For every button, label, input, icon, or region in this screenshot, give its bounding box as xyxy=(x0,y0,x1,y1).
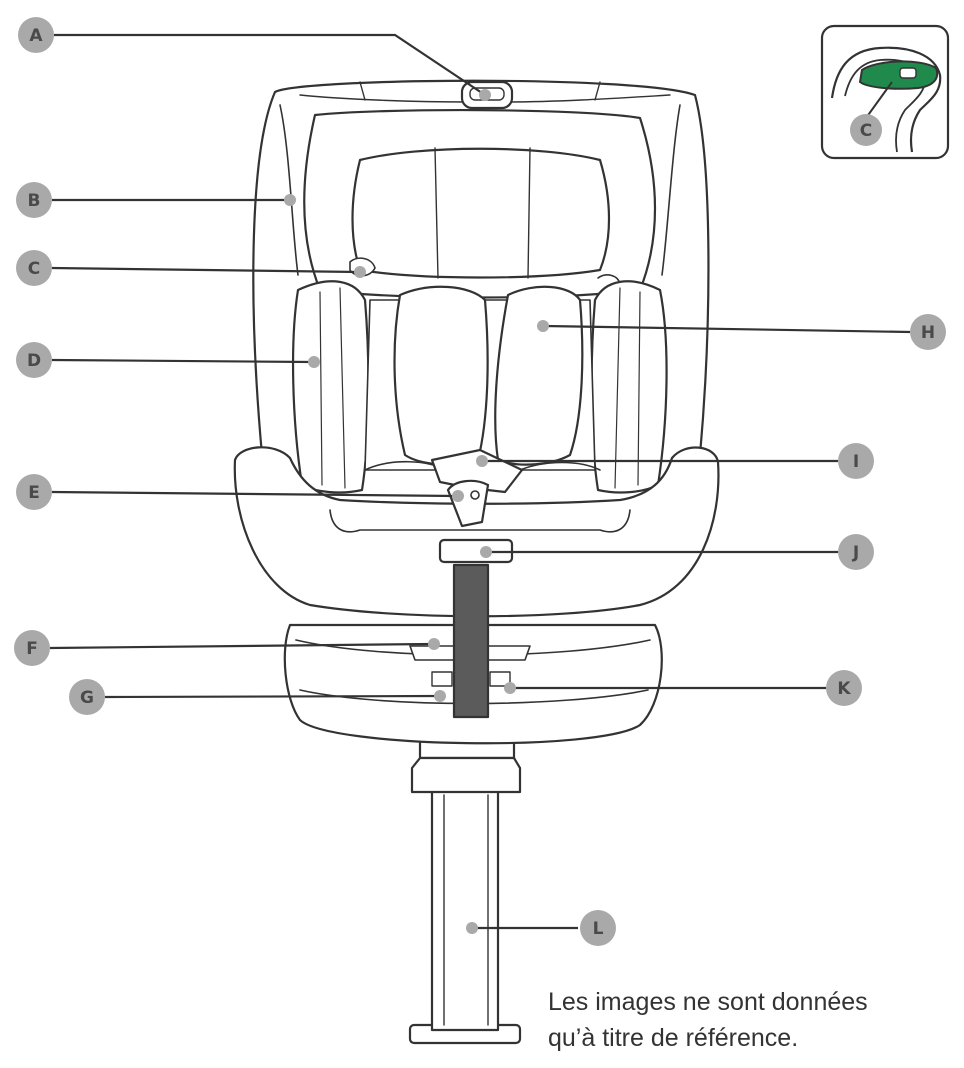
marker-g: G xyxy=(69,679,105,715)
caption-line-1: Les images ne sont données xyxy=(548,988,868,1016)
shoulder-pads xyxy=(364,285,596,471)
marker-k: K xyxy=(826,670,862,706)
caption-line-2: qu’à titre de référence. xyxy=(548,1024,799,1052)
marker-d-text: D xyxy=(27,351,41,371)
marker-f-text: F xyxy=(26,639,38,659)
label-markers: A B C D E F G H xyxy=(14,17,946,946)
marker-h: H xyxy=(910,314,946,350)
marker-j-text: J xyxy=(852,543,859,563)
marker-e-text: E xyxy=(28,483,40,503)
adjuster-strap xyxy=(452,563,490,719)
marker-b-text: B xyxy=(28,191,41,211)
marker-j: J xyxy=(838,534,874,570)
marker-a: A xyxy=(18,17,54,53)
marker-g-text: G xyxy=(80,688,94,708)
side-cushions xyxy=(291,280,668,494)
marker-c: C xyxy=(16,250,52,286)
car-seat-drawing xyxy=(233,79,720,1045)
marker-a-text: A xyxy=(29,26,43,46)
seat-cushion xyxy=(233,446,720,618)
marker-b: B xyxy=(16,182,52,218)
inset-detail: C xyxy=(820,24,950,160)
marker-l-text: L xyxy=(593,919,604,939)
inset-marker-c-text: C xyxy=(860,121,872,141)
headrest xyxy=(303,108,657,299)
marker-f: F xyxy=(14,630,50,666)
leader-lines xyxy=(49,33,911,930)
inset-green-lever xyxy=(858,60,939,90)
marker-d: D xyxy=(16,342,52,378)
marker-i: I xyxy=(838,443,874,479)
tip-dots xyxy=(284,89,549,934)
marker-i-text: I xyxy=(853,452,859,472)
reference-caption: Les images ne sont données qu’à titre de… xyxy=(548,984,948,1056)
marker-l: L xyxy=(580,910,616,946)
marker-c-text: C xyxy=(28,259,40,279)
marker-k-text: K xyxy=(837,679,851,699)
marker-h-text: H xyxy=(921,323,935,343)
marker-e: E xyxy=(16,474,52,510)
support-leg xyxy=(408,788,522,1045)
